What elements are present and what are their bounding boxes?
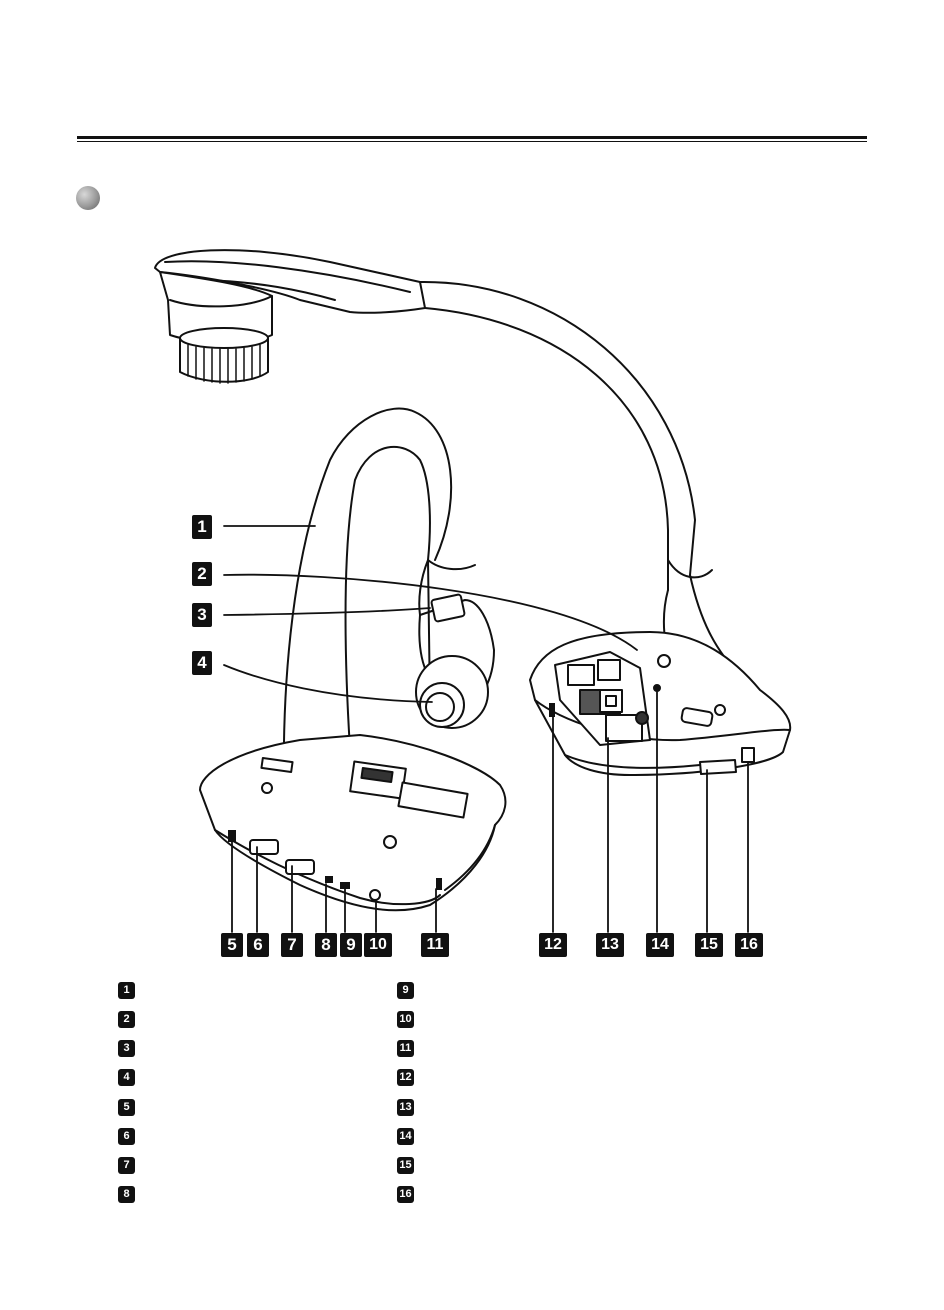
- callout-badge-9: 9: [340, 933, 362, 957]
- legend-item-8: 8: [118, 1186, 145, 1203]
- callout-badge-14: 14: [646, 933, 674, 957]
- header-rule-thick: [77, 136, 867, 139]
- legend-item-7: 7: [118, 1157, 145, 1174]
- legend-item-16: 16: [397, 1186, 424, 1203]
- legend-badge: 8: [118, 1186, 135, 1203]
- legend-badge: 5: [118, 1099, 135, 1116]
- callout-badge-5: 5: [221, 933, 243, 957]
- legend-badge: 7: [118, 1157, 135, 1174]
- callout-badge-11: 11: [421, 933, 449, 957]
- legend-badge: 6: [118, 1128, 135, 1145]
- legend-badge: 10: [397, 1011, 414, 1028]
- callout-badge-16: 16: [735, 933, 763, 957]
- legend-badge: 13: [397, 1099, 414, 1116]
- legend-item-15: 15: [397, 1157, 424, 1174]
- legend-badge: 4: [118, 1069, 135, 1086]
- callout-badge-13: 13: [596, 933, 624, 957]
- legend-badge: 9: [397, 982, 414, 999]
- legend-item-2: 2: [118, 1011, 145, 1028]
- legend-item-14: 14: [397, 1128, 424, 1145]
- legend-item-11: 11: [397, 1040, 424, 1057]
- legend-item-13: 13: [397, 1099, 424, 1116]
- header-rule-thin: [77, 141, 867, 142]
- legend-item-10: 10: [397, 1011, 424, 1028]
- legend-badge: 16: [397, 1186, 414, 1203]
- legend-badge: 12: [397, 1069, 414, 1086]
- legend-badge: 15: [397, 1157, 414, 1174]
- callout-badge-1: 1: [192, 515, 212, 539]
- legend-badge: 14: [397, 1128, 414, 1145]
- legend-item-5: 5: [118, 1099, 145, 1116]
- legend-item-1: 1: [118, 982, 145, 999]
- document-camera-illustration: [154, 249, 792, 933]
- callout-badge-2: 2: [192, 562, 212, 586]
- legend-badge: 2: [118, 1011, 135, 1028]
- callout-badge-15: 15: [695, 933, 723, 957]
- left-unit-drawing: [199, 407, 507, 912]
- legend-item-12: 12: [397, 1069, 424, 1086]
- legend-badge: 11: [397, 1040, 414, 1057]
- legend-badge: 1: [118, 982, 135, 999]
- legend-item-6: 6: [118, 1128, 145, 1145]
- callout-badge-4: 4: [192, 651, 212, 675]
- callout-badge-6: 6: [247, 933, 269, 957]
- legend-badge: 3: [118, 1040, 135, 1057]
- callout-badge-8: 8: [315, 933, 337, 957]
- right-unit-drawing: [154, 249, 792, 776]
- legend-item-4: 4: [118, 1069, 145, 1086]
- legend-item-9: 9: [397, 982, 424, 999]
- callout-badge-3: 3: [192, 603, 212, 627]
- callout-badge-10: 10: [364, 933, 392, 957]
- legend-item-3: 3: [118, 1040, 145, 1057]
- callout-badge-12: 12: [539, 933, 567, 957]
- callout-badge-7: 7: [281, 933, 303, 957]
- section-bullet-icon: [76, 186, 100, 210]
- callout-leader-lines: [223, 525, 749, 933]
